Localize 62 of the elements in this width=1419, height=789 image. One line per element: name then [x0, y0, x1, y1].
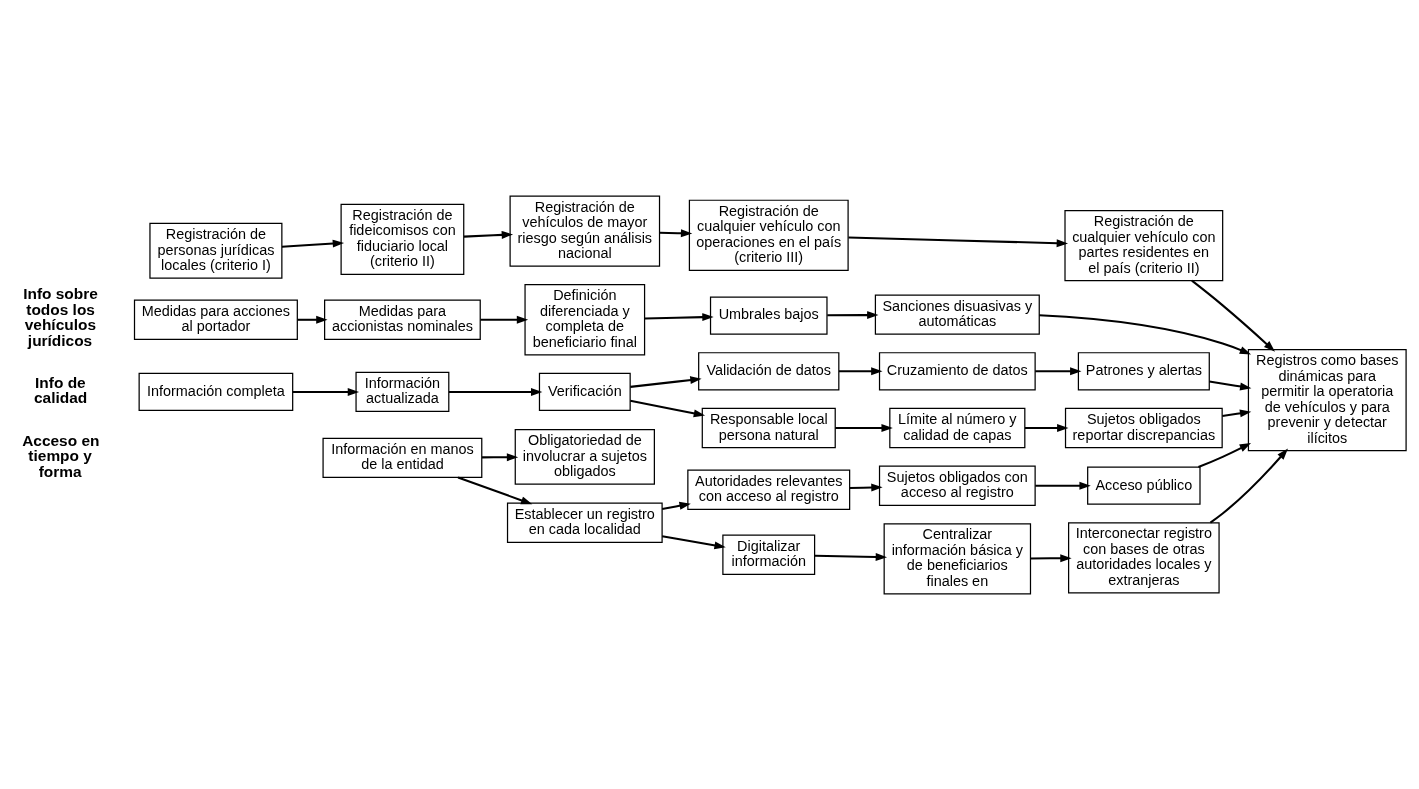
node-box: Registración de fideicomisos con fiduciario local (criterio II)	[340, 203, 465, 275]
node-box: Registración de cualquier vehículo con partes residentes en el país (criterio II)	[1064, 209, 1224, 281]
node-box: Umbrales bajos	[709, 296, 828, 335]
arrow	[644, 312, 714, 321]
arrow	[1222, 408, 1252, 417]
arrow	[659, 228, 693, 237]
node-box: Autoridades relevantes con acceso al registro	[687, 469, 851, 510]
arrow	[281, 239, 345, 248]
node-box: Registros como bases dinámicas para permitir la operatoria de vehículos y para prevenir y detectar ilícitos	[1247, 348, 1407, 451]
arrow	[662, 534, 726, 549]
arrow	[827, 310, 879, 319]
node-box: Registración de vehículos de mayor riesgo según análisis nacional	[509, 195, 661, 267]
label: Acceso en tiempo y forma	[22, 431, 100, 480]
arrow	[1191, 279, 1276, 352]
node-box: Medidas para acciones al portador	[133, 299, 298, 340]
arrow	[1209, 380, 1252, 390]
node-box: Digitalizar información	[722, 534, 816, 575]
arrow	[1024, 423, 1069, 432]
arrow	[838, 366, 883, 375]
node-box: Cruzamiento de datos	[878, 351, 1036, 390]
arrow	[1035, 481, 1091, 490]
label: Info de calidad	[34, 373, 88, 406]
arrow	[297, 315, 328, 324]
node-box: Información completa	[138, 372, 294, 411]
arrow	[1035, 366, 1082, 375]
arrow	[480, 315, 529, 324]
arrow	[1198, 442, 1251, 468]
arrow	[835, 423, 893, 432]
arrow	[1030, 553, 1072, 562]
arrow	[630, 399, 706, 417]
node-box: Obligatoriedad de involucrar a sujetos obligados	[514, 428, 655, 485]
arrow	[292, 387, 360, 396]
node-box: Responsable local persona natural	[701, 407, 836, 448]
node-box: Medidas para accionistas nominales	[324, 299, 481, 340]
label: Info sobre todos los vehículos jurídicos	[23, 284, 98, 349]
node-box: Validación de datos	[698, 351, 840, 390]
arrow	[848, 235, 1068, 247]
node-box: Registración de cualquier vehículo con operaciones en el país (criterio III)	[688, 199, 849, 271]
arrow	[1209, 448, 1288, 523]
arrow	[662, 501, 691, 510]
node-box: Establecer un registro en cada localidad	[506, 502, 663, 543]
arrow	[463, 230, 514, 239]
node-box: Verificación	[538, 372, 631, 411]
node-box: Patrones y alertas	[1077, 351, 1210, 390]
node-box: Interconectar registro con bases de otras autoridades locales y extranjeras	[1068, 521, 1220, 593]
node-box: Sujetos obligados reportar discrepancias	[1064, 407, 1223, 448]
arrow	[482, 452, 519, 461]
node-box: Información actualizada	[355, 371, 450, 412]
node-box: Registración de personas jurídicas locales (criterio I)	[149, 222, 283, 279]
arrow	[1039, 313, 1252, 355]
node-box: Límite al número y calidad de capas	[889, 407, 1026, 448]
node-box: Definición diferenciada y completa de beneficiario final	[524, 283, 646, 355]
arrow	[448, 387, 543, 396]
arrow	[457, 476, 533, 504]
node-box: Información en manos de la entidad	[322, 437, 483, 478]
arrow	[849, 483, 883, 492]
arrow	[814, 552, 888, 561]
node-box: Sujetos obligados con acceso al registro	[878, 465, 1036, 506]
arrow	[630, 375, 702, 388]
node-box: Centralizar información básica y de beneficiarios finales en	[883, 522, 1032, 594]
node-box: Acceso público	[1087, 466, 1201, 505]
node-box: Sanciones disuasivas y automáticas	[874, 293, 1040, 335]
